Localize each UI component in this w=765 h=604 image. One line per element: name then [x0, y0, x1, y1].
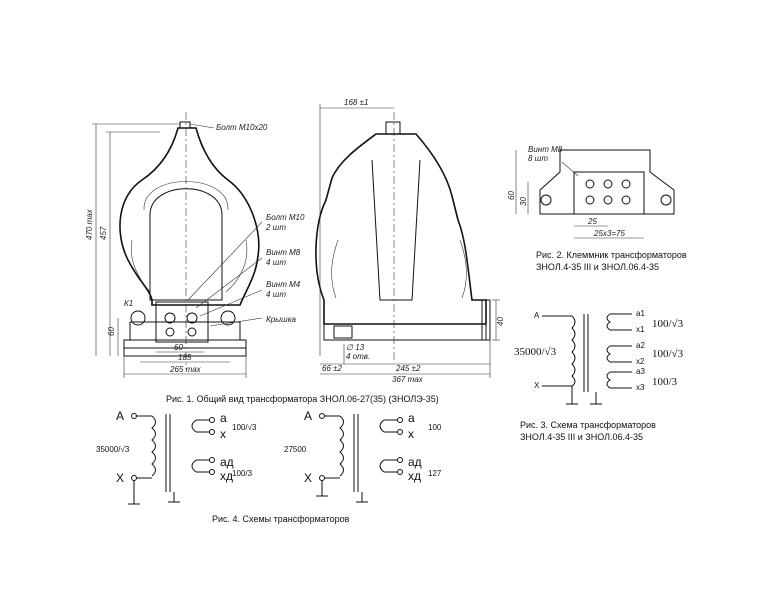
fig3-caption-line1: Рис. 3. Схема трансформаторов	[520, 420, 656, 430]
fig4-right-schematic	[316, 413, 403, 503]
fig4-right-X: X	[304, 471, 312, 485]
fig4-right-ad: aд	[408, 455, 422, 469]
fig4-right-xd: xд	[408, 469, 421, 483]
fig1-bolt-m10-qty: 2 шт	[265, 223, 286, 232]
fig2-screw-qty: 8 шт	[528, 154, 548, 163]
fig3-ratio3: 100/3	[652, 376, 678, 388]
fig4-left-ratio2: 100/3	[232, 469, 253, 478]
fig1-dim-265: 265 max	[169, 365, 202, 374]
fig4-right-x: x	[408, 427, 414, 441]
fig2-screw-label: Винт М8	[528, 145, 563, 154]
fig2-caption-line2: ЗНОЛ.4-35 III и ЗНОЛ.06.4-35	[536, 262, 659, 272]
fig1-front-view	[92, 112, 263, 378]
fig1-bolt-m10-label: Болт М10	[266, 213, 305, 222]
fig1-k1-label: К1	[124, 299, 133, 308]
fig4-left-ratio1: 100/√3	[232, 423, 257, 432]
fig2-terminal-block	[515, 149, 675, 239]
fig1-dim-470: 470 max	[85, 208, 94, 240]
fig2-caption-line1: Рис. 2. Клеммник трансформаторов	[536, 250, 687, 260]
fig1-dim-185: 185	[178, 353, 192, 362]
fig1-dim-245: 245 ±2	[395, 364, 421, 373]
fig3-x3: x3	[636, 383, 645, 392]
fig4-left-X: X	[116, 471, 124, 485]
fig3-X: X	[534, 381, 540, 390]
fig1-dim-40: 40	[496, 317, 505, 326]
fig2-dim-25x3: 25х3=75	[593, 229, 625, 238]
fig4-right-A: A	[304, 409, 312, 423]
fig4-left-schematic	[128, 413, 215, 505]
fig1-screw-m4-qty: 4 шт	[266, 290, 286, 299]
fig1-screw-m8-qty: 4 шт	[266, 258, 286, 267]
fig3-x2: x2	[636, 357, 645, 366]
fig3-schematic	[542, 313, 632, 405]
fig4-left-primary: 35000/√3	[96, 445, 130, 454]
fig3-a1: a1	[636, 309, 645, 318]
fig1-dim-hole13-qty: 4 отв.	[346, 352, 370, 361]
fig1-bolt-m10x20-label: Болт М10х20	[216, 123, 268, 132]
fig1-dim-168: 168 ±1	[344, 98, 368, 107]
fig1-dim-60: 60	[174, 343, 183, 352]
fig1-side-view	[315, 104, 500, 378]
fig3-caption-line2: ЗНОЛ.4-35 III и ЗНОЛ.06.4-35	[520, 432, 643, 442]
fig3-primary-ratio: 35000/√3	[514, 346, 557, 358]
fig2-dim-60: 60	[507, 191, 516, 200]
fig1-dim-457: 457	[99, 226, 108, 240]
fig3-a2: a2	[636, 341, 645, 350]
fig4-left-x: x	[220, 427, 226, 441]
fig3-x1: x1	[636, 325, 645, 334]
fig4-left-a: a	[220, 411, 227, 425]
fig1-cover-label: Крышка	[266, 315, 296, 324]
fig1-dim-367: 367 max	[392, 375, 424, 384]
fig1-dim-60v: 60	[107, 327, 116, 336]
fig4-right-primary: 27500	[284, 445, 307, 454]
fig1-caption: Рис. 1. Общий вид трансформатора ЗНОЛ.06…	[166, 394, 439, 404]
fig1-dim-hole13: ∅ 13	[346, 343, 365, 352]
fig3-a3: a3	[636, 367, 645, 376]
fig1-screw-m8-label: Винт М8	[266, 248, 301, 257]
fig3-ratio2: 100/√3	[652, 348, 684, 360]
fig4-left-xd: xд	[220, 469, 233, 483]
fig1-dim-66: 66 ±2	[322, 364, 343, 373]
fig3-ratio1: 100/√3	[652, 318, 684, 330]
fig4-right-ratio1: 100	[428, 423, 442, 432]
fig3-A: A	[534, 311, 540, 320]
fig4-left-ad: aд	[220, 455, 234, 469]
fig4-right-ratio2: 127	[428, 469, 442, 478]
fig4-caption: Рис. 4. Схемы трансформаторов	[212, 514, 350, 524]
fig4-left-A: A	[116, 409, 124, 423]
fig2-dim-25: 25	[587, 217, 597, 226]
fig4-right-a: a	[408, 411, 415, 425]
fig1-screw-m4-label: Винт М4	[266, 280, 301, 289]
fig2-dim-30: 30	[519, 197, 528, 206]
